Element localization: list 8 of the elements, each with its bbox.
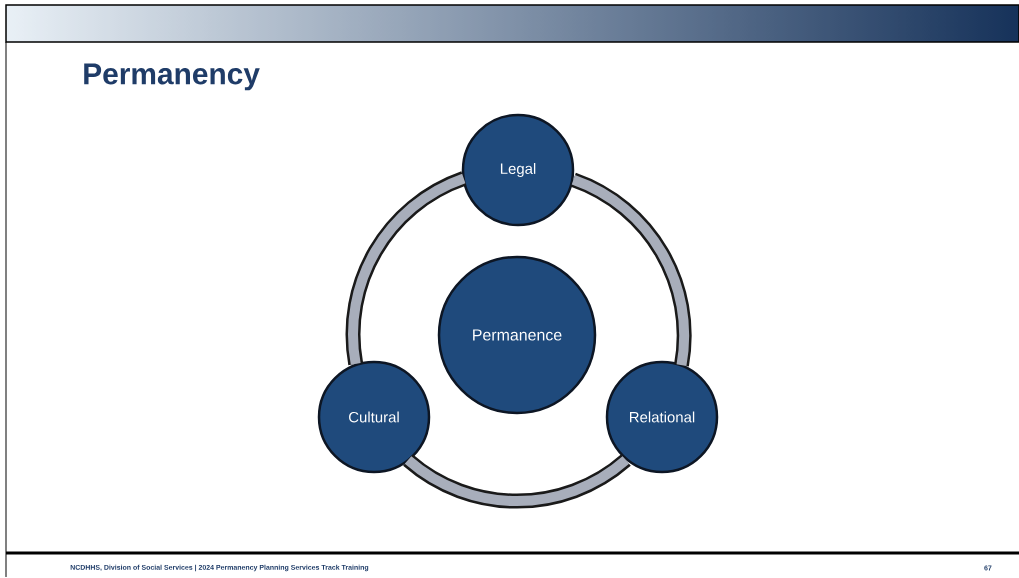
- title: Permanency: [84, 63, 260, 91]
- circle-node: Cultural: [317, 360, 431, 474]
- circle-node: Permanence: [437, 255, 597, 415]
- circle-node: Relational: [605, 360, 719, 474]
- ring-arc: [345, 171, 467, 365]
- ring-arc: [570, 172, 692, 367]
- circle-node: Legal: [461, 113, 575, 227]
- ring-arc: [403, 454, 631, 509]
